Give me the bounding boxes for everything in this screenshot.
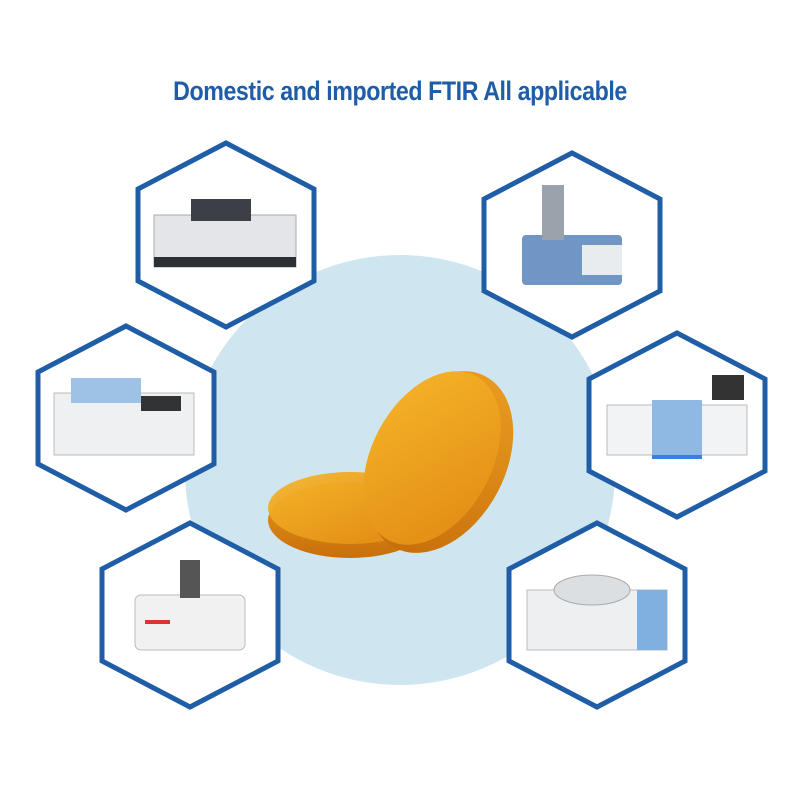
instrument-hex-middle-right	[589, 333, 765, 517]
page-title: Domestic and imported FTIR All applicabl…	[173, 76, 627, 106]
lens-discs	[268, 371, 514, 558]
instrument-hex-bottom-left	[102, 523, 278, 707]
instrument-hex-top-left	[138, 143, 314, 327]
instrument-hex-bottom-right	[509, 523, 685, 707]
instrument-hex-middle-left	[38, 326, 214, 510]
instrument-hex-top-right	[484, 153, 660, 337]
